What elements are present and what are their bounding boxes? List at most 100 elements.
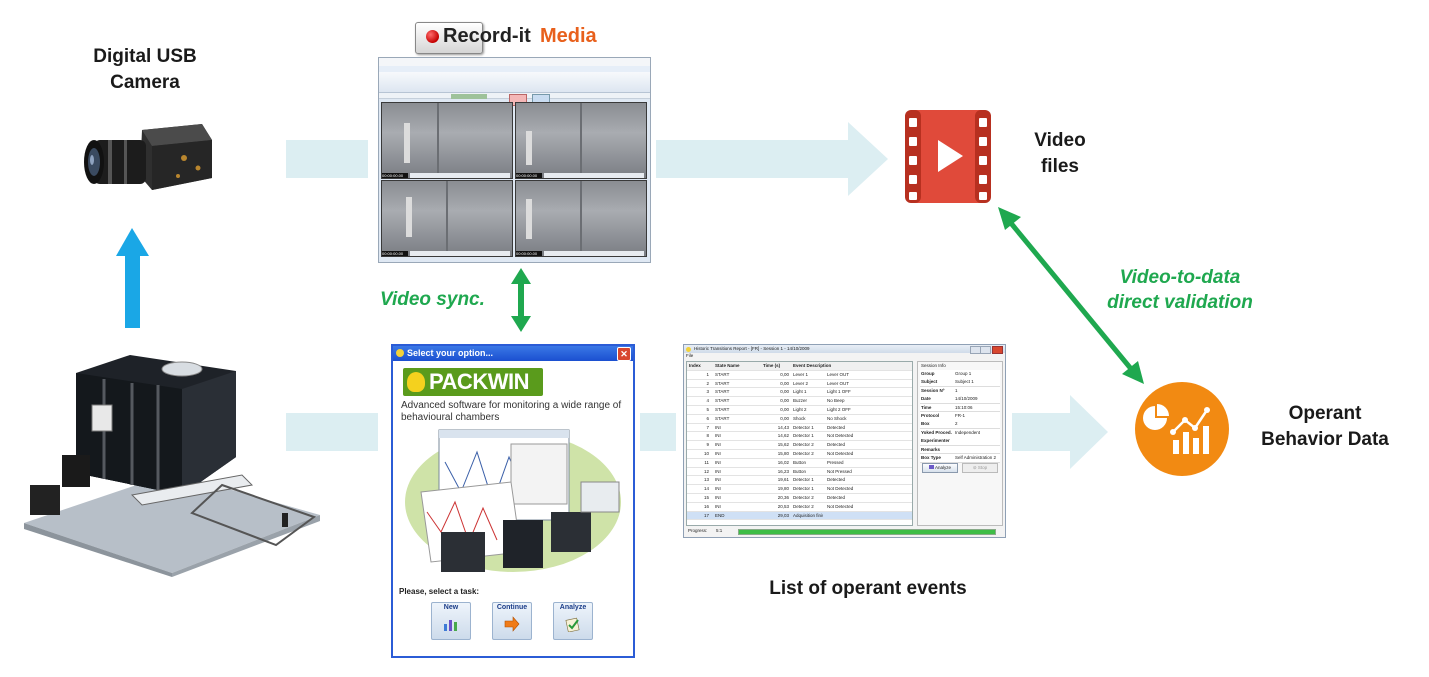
close-window-button[interactable] <box>992 346 1003 354</box>
table-cell: Button <box>793 468 807 474</box>
session-info-key: Box <box>921 421 930 427</box>
camera-view-3[interactable]: 00:00:00.00 <box>381 180 513 257</box>
stop-button[interactable]: ⊘ Stop <box>962 463 998 473</box>
table-cell: 19,80 <box>777 486 789 492</box>
table-header: Index State Name Time (s) Event Descript… <box>687 362 912 371</box>
session-info-row: Time 15:10:06 <box>920 403 1000 413</box>
maximize-button[interactable] <box>980 346 991 354</box>
operant-chamber-image <box>24 355 320 577</box>
table-cell: Lever OUT <box>827 380 850 386</box>
lightbulb-icon <box>407 372 425 392</box>
table-cell: Detector 2 <box>793 495 814 500</box>
report-status-bar: Progress: 5:1 <box>686 527 1003 535</box>
transitions-report-window: Historic Transitions Report - [FR] - Ses… <box>683 344 1006 538</box>
table-cell: INI <box>715 503 721 509</box>
session-info-key: Protocol <box>921 413 940 418</box>
session-info-key: Group <box>921 371 935 376</box>
table-cell: 15,80 <box>777 451 789 456</box>
table-cell: 13 <box>703 477 709 483</box>
table-cell: Button <box>793 459 807 465</box>
table-cell: 9 <box>706 442 709 448</box>
table-cell: 0,00 <box>780 389 789 395</box>
table-cell: INI <box>715 486 721 492</box>
camera-3-timestamp: 00:00:00.00 <box>382 251 408 256</box>
session-info-key: Yoked Proced. <box>921 429 952 435</box>
table-cell: Detector 1 <box>793 433 814 439</box>
session-info-value: 14/10/2009 <box>955 396 978 402</box>
table-cell: Detected <box>827 442 846 448</box>
analyze-button[interactable]: Analyze <box>553 602 593 640</box>
camera-4-timestamp: 00:00:00.00 <box>516 251 542 256</box>
camera-view-2[interactable]: 00:00:00.00 <box>515 102 647 179</box>
table-cell: Pressed <box>827 459 844 465</box>
table-cell: 20,53 <box>777 503 789 509</box>
session-info-value: Group 1 <box>955 371 972 376</box>
record-dot-icon <box>426 30 439 43</box>
table-cell: Adquisition finished <box>793 512 823 518</box>
table-cell: 4 <box>706 398 709 404</box>
table-cell: Detected <box>827 424 846 430</box>
camera-1-timestamp: 00:00:00.00 <box>382 173 408 178</box>
table-cell: Not Detected <box>827 433 854 439</box>
table-cell: 1 <box>706 371 709 377</box>
camera-label-line1: Digital USB <box>93 46 197 67</box>
session-info-key: Time <box>921 404 932 410</box>
record-it-menu <box>379 66 650 72</box>
table-cell: 10 <box>703 451 709 456</box>
camera-label: Digital USB Camera <box>60 44 230 96</box>
packwin-window: Select your option... ✕ PACKWIN Advanced… <box>391 344 635 658</box>
table-cell: Not Pressed <box>827 468 852 474</box>
table-cell: Light 2 OFF <box>827 407 851 412</box>
continue-button[interactable]: Continue <box>492 602 532 640</box>
close-button[interactable]: ✕ <box>617 347 631 361</box>
report-chart-icon <box>928 465 934 469</box>
session-info-key: Session Nº <box>921 387 945 393</box>
analyze-report-button[interactable]: Analyze <box>922 463 958 473</box>
operant-data-label-line1: Operant <box>1288 403 1362 424</box>
packwin-title-text: Select your option... <box>407 348 494 358</box>
validation-label: Video-to-data direct validation <box>1080 265 1280 315</box>
table-cell: Lever OUT <box>827 371 850 377</box>
table-cell: Light 1 OFF <box>827 389 851 395</box>
table-cell: 12 <box>703 468 709 474</box>
continue-button-label: Continue <box>496 604 528 611</box>
session-info-value: 1 <box>955 387 958 393</box>
packwin-product-art <box>405 429 621 572</box>
camera-view-1[interactable]: 00:00:00.00 <box>381 102 513 179</box>
session-info-row: Remarks <box>920 445 1000 455</box>
report-menu-file[interactable]: File <box>686 353 694 358</box>
table-cell: START <box>715 407 730 412</box>
stop-icon: ⊘ <box>972 465 978 470</box>
table-cell: INI <box>715 495 721 500</box>
table-cell: START <box>715 371 730 377</box>
table-cell: END <box>715 512 725 518</box>
table-cell: Shock <box>793 415 806 421</box>
new-button[interactable]: New <box>431 602 471 640</box>
table-cell: 6 <box>706 415 709 421</box>
table-cell: No Shock <box>827 415 847 421</box>
table-cell: 2 <box>706 380 709 386</box>
session-info-value: 15:10:06 <box>955 404 973 410</box>
camera-2-timestamp: 00:00:00.00 <box>516 173 542 178</box>
progress-value: 5:1 <box>716 528 723 533</box>
camera-view-4[interactable]: 00:00:00.00 <box>515 180 647 257</box>
table-cell: 29,03 <box>777 512 789 518</box>
table-cell: 5 <box>706 407 709 412</box>
